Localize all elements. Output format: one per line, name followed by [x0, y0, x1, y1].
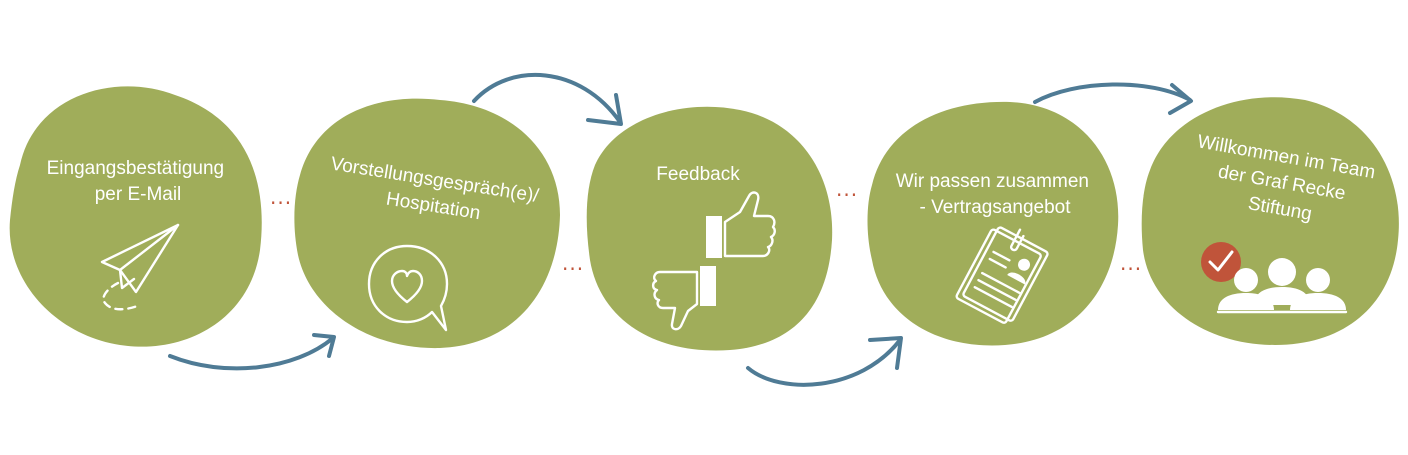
heart-speech-bubble-icon [367, 244, 449, 332]
paper-plane-icon [100, 223, 180, 311]
arrow-2 [472, 72, 623, 126]
step-5-blob [1141, 97, 1399, 345]
step-2-blob [294, 98, 560, 349]
step-4-label: Wir passen zusammen - Vertragsangebot [896, 171, 1095, 218]
step-1: Eingangsbestätigung per E-Mail [9, 86, 262, 347]
connector-dots-1: ... [270, 185, 292, 209]
arrow-4 [1033, 82, 1193, 115]
step-3: Feedback [586, 106, 833, 351]
step-4-blob [867, 101, 1119, 346]
arrow-1 [168, 333, 336, 371]
team-check-icon [1201, 242, 1348, 314]
arrow-3 [746, 336, 903, 387]
step-1-label: Eingangsbestätigung per E-Mail [47, 158, 230, 205]
step-2: Vorstellungsgespräch(e)/ Hospitation [294, 98, 560, 349]
step-3-label: Feedback [656, 164, 740, 185]
step-1-blob [9, 86, 262, 347]
connector-dots-2: ... [562, 251, 584, 275]
connector-dots-3: ... [836, 177, 858, 201]
connector-dots-4: ... [1120, 251, 1142, 275]
contract-document-icon [955, 226, 1049, 324]
step-4: Wir passen zusammen - Vertragsangebot [867, 101, 1119, 346]
thumbs-up-down-icon [651, 191, 776, 331]
step-5: Willkommen im Team der Graf Recke Stiftu… [1141, 97, 1399, 345]
